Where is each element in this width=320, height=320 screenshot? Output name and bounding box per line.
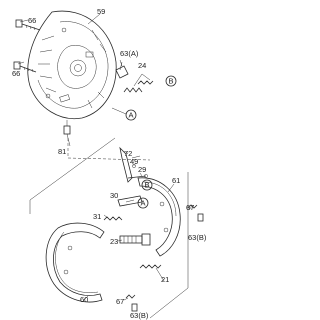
label-24: 24 xyxy=(138,61,146,70)
spring-21 xyxy=(139,264,162,269)
label-30: 30 xyxy=(110,191,118,200)
pin-29 xyxy=(127,174,148,179)
label-67-right: 67 xyxy=(186,203,194,212)
ref-circle-b-lower xyxy=(141,179,153,191)
label-ref-a-top: A xyxy=(129,111,134,120)
ref-circle-b-top xyxy=(165,75,177,87)
label-63b-bottom: 63(B) xyxy=(130,311,149,320)
bolt-upper xyxy=(15,19,41,31)
ref-circle-a-lower xyxy=(137,197,149,209)
label-31: 31 xyxy=(93,212,101,221)
label-67-bottom: 67 xyxy=(116,297,124,306)
ref-circle-a-top xyxy=(111,107,137,121)
label-63a: 63(A) xyxy=(120,49,139,58)
label-61: 61 xyxy=(172,176,180,185)
label-49: 49 xyxy=(130,157,138,166)
spring-67-bottom xyxy=(125,294,138,312)
adjuster-23 xyxy=(119,233,151,246)
label-72: 72 xyxy=(124,149,132,158)
label-23: 23 xyxy=(110,237,118,246)
bolt-lower xyxy=(13,61,37,73)
backing-plate xyxy=(27,10,117,120)
plug-81 xyxy=(63,120,71,135)
label-66-top: 66 xyxy=(28,16,36,25)
spring-24 xyxy=(123,73,154,93)
label-66-bottom: 66 xyxy=(12,69,20,78)
brake-shoe-61 xyxy=(137,177,181,257)
clip-63a xyxy=(115,61,129,79)
label-29: 29 xyxy=(138,165,146,174)
label-81: 81 xyxy=(58,147,66,156)
label-ref-b-top: B xyxy=(169,77,174,86)
brake-shoe-60 xyxy=(45,222,105,303)
strut-30 xyxy=(117,195,143,207)
label-ref-b-lower: B xyxy=(145,181,150,190)
label-60: 60 xyxy=(80,295,88,304)
parking-brake-exploded-diagram: 59 66 66 63(A) 24 B A 81 72 49 29 61 B 3… xyxy=(12,7,207,320)
label-21: 21 xyxy=(161,275,169,284)
label-63b-right: 63(B) xyxy=(188,233,207,242)
label-ref-a-lower: A xyxy=(141,199,146,208)
spring-31 xyxy=(103,216,123,221)
label-59: 59 xyxy=(97,7,105,16)
spring-67-right xyxy=(187,204,204,222)
